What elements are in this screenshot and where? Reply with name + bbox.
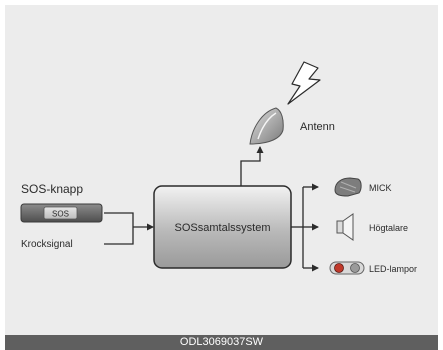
- figure-code-bar: ODL3069037SW: [5, 335, 438, 350]
- mic-label: MICK: [369, 183, 392, 193]
- microphone-icon: [334, 177, 362, 197]
- sos-button-key-label: SOS: [52, 210, 69, 219]
- speaker-icon: [336, 213, 354, 241]
- diagram-panel: [5, 5, 438, 335]
- crash-signal-label: Krocksignal: [21, 239, 73, 250]
- system-label: SOSsamtalssystem: [175, 222, 271, 234]
- input-connectors: [104, 212, 154, 245]
- figure-code: ODL3069037SW: [179, 336, 264, 348]
- led-lamps-icon: [329, 261, 365, 275]
- lightning-icon: [287, 61, 321, 105]
- speaker-label: Högtalare: [369, 223, 408, 233]
- sos-button: SOS: [20, 203, 103, 223]
- antenna-label: Antenn: [300, 121, 335, 133]
- led-label: LED-lampor: [369, 264, 417, 274]
- output-connectors: [291, 183, 319, 272]
- system-box: SOSsamtalssystem: [153, 185, 292, 269]
- sos-button-title: SOS-knapp: [21, 182, 83, 196]
- antenna-connector: [240, 146, 264, 186]
- antenna-icon: [249, 107, 284, 145]
